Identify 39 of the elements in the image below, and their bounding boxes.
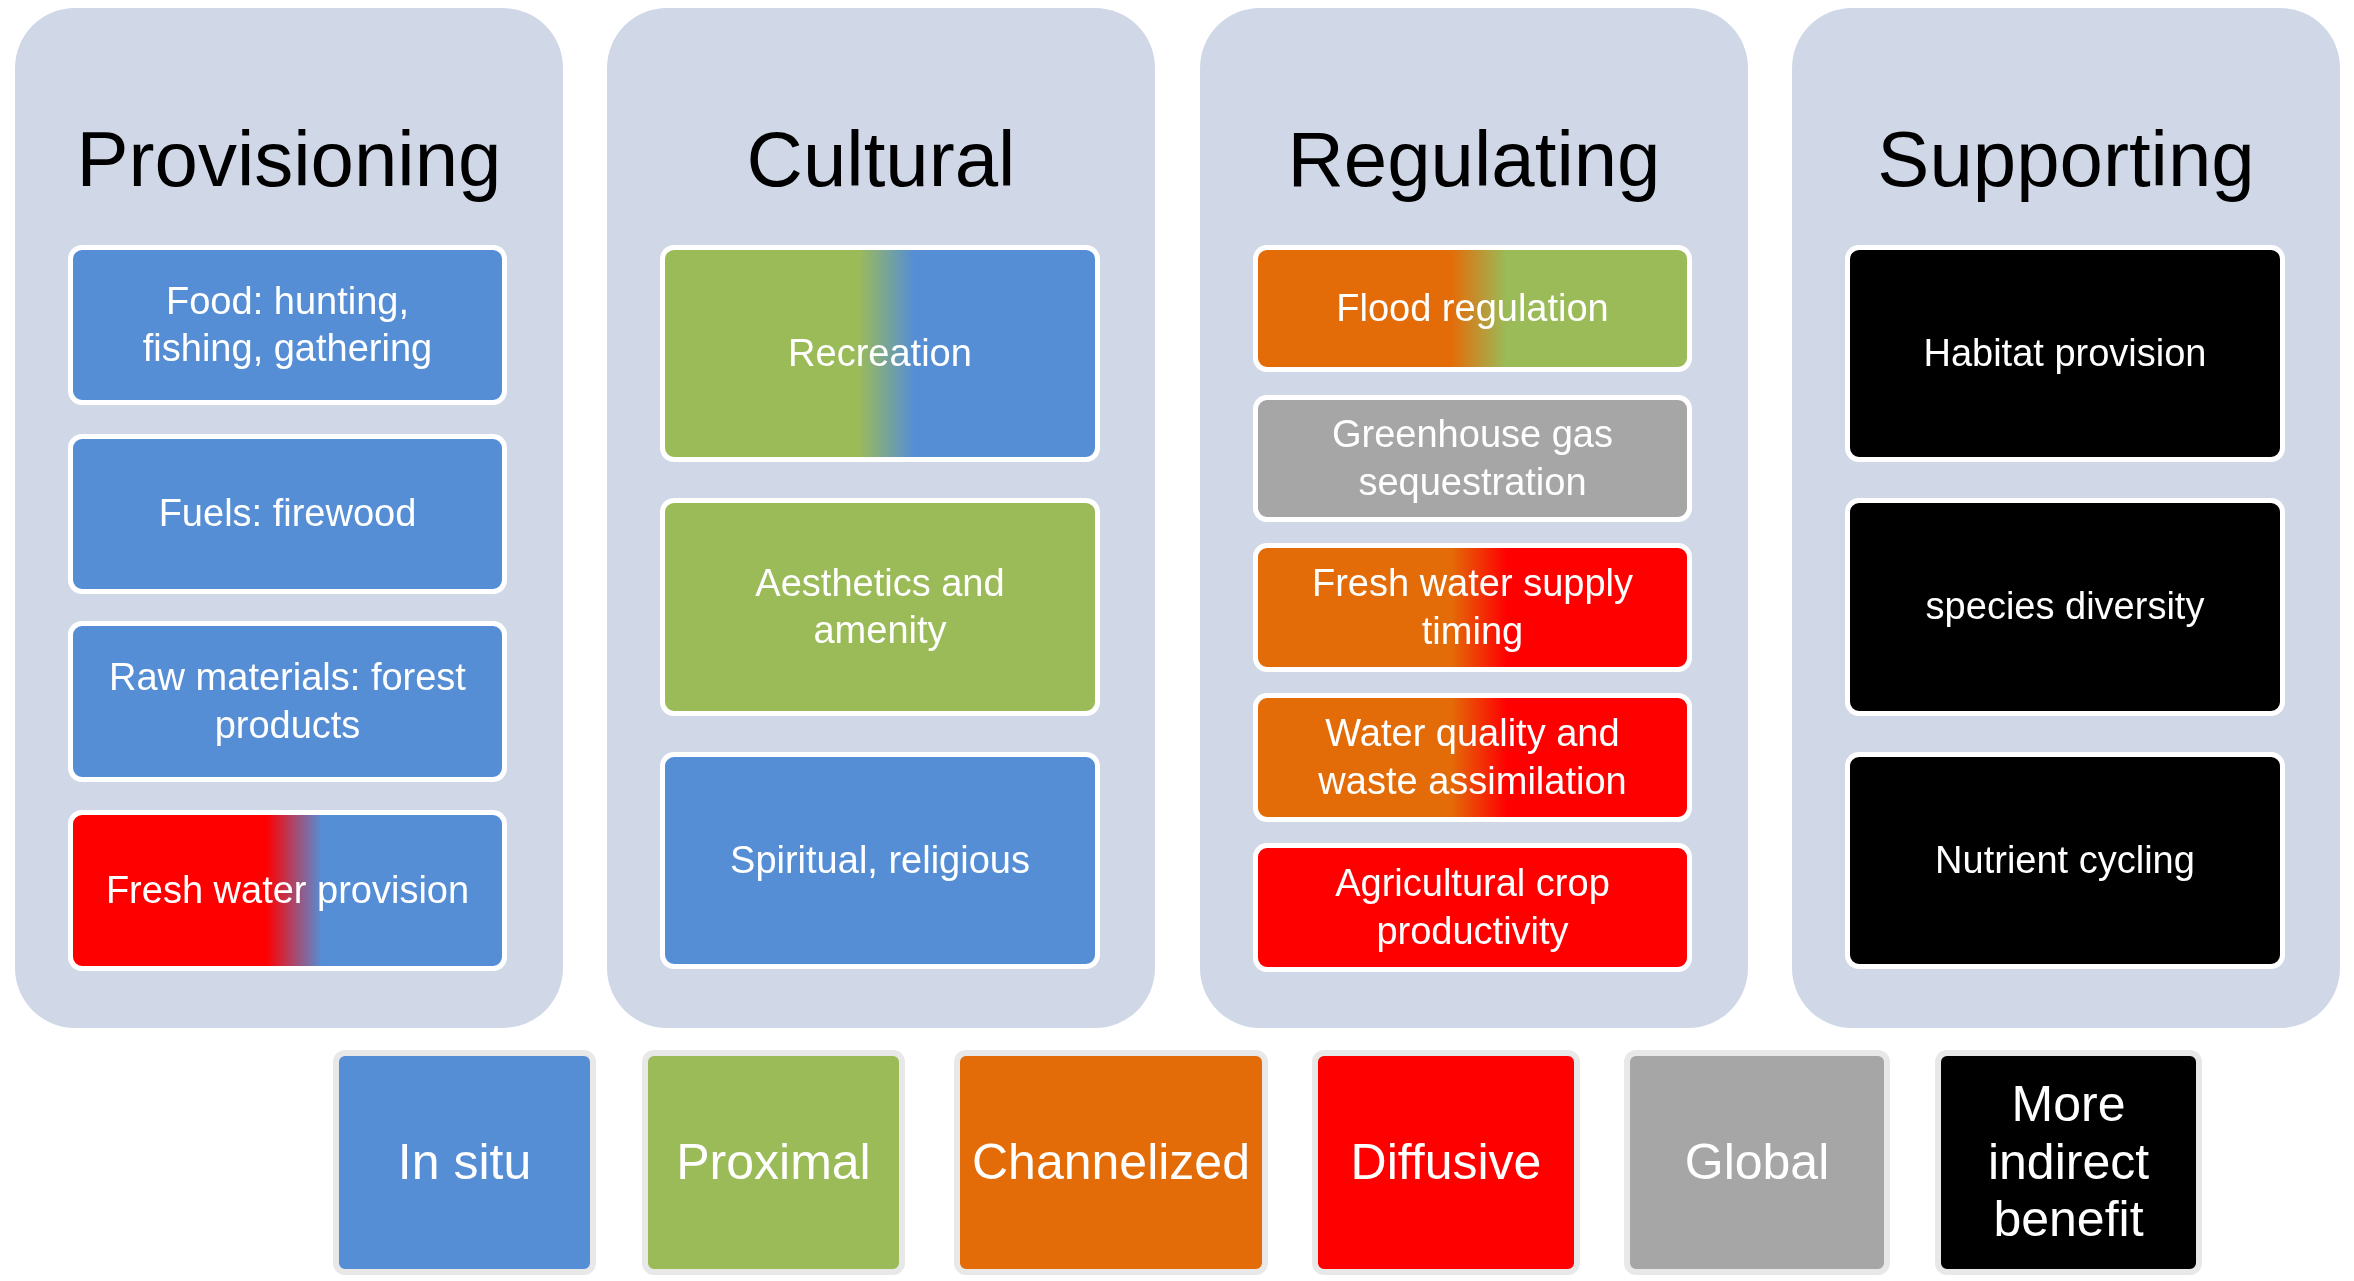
legend-swatch: Diffusive — [1312, 1050, 1580, 1275]
category-panel — [1792, 8, 2340, 1028]
service-label: Spiritual, religious — [730, 837, 1030, 883]
service-box — [68, 245, 507, 405]
service-box — [660, 498, 1100, 716]
service-label: Raw materials: forest products — [108, 655, 467, 748]
panel-heading: Cultural — [745, 120, 1017, 198]
service-box — [68, 434, 507, 594]
category-panel — [1200, 8, 1748, 1028]
service-label: Nutrient cycling — [1935, 837, 2195, 883]
legend-swatch: Global — [1624, 1050, 1890, 1275]
service-label: Greenhouse gas sequestration — [1331, 412, 1614, 505]
legend-swatch: In situ — [333, 1050, 596, 1275]
legend-swatch: Channelized — [954, 1050, 1268, 1275]
service-box — [660, 752, 1100, 969]
service-box — [68, 810, 507, 971]
category-panel — [15, 8, 563, 1028]
service-box — [1253, 843, 1692, 972]
service-label: Water quality and waste assimilation — [1317, 711, 1628, 804]
service-box — [1253, 395, 1692, 522]
service-box — [1253, 693, 1692, 822]
service-box — [1253, 543, 1692, 672]
service-label: Aesthetics and amenity — [754, 560, 1006, 653]
legend-swatch: Proximal — [642, 1050, 905, 1275]
legend-swatch: More indirect benefit — [1935, 1050, 2202, 1275]
service-label: Fuels: firewood — [158, 491, 417, 537]
service-label: Habitat provision — [1923, 330, 2207, 376]
service-label: Food: hunting, fishing, gathering — [141, 278, 434, 371]
service-label: species diversity — [1925, 584, 2205, 630]
service-label: Fresh water supply timing — [1311, 561, 1634, 654]
category-panel — [607, 8, 1155, 1028]
service-box — [1845, 498, 2285, 716]
service-box — [1845, 245, 2285, 462]
service-label: Agricultural crop productivity — [1334, 861, 1611, 954]
service-box — [1845, 752, 2285, 969]
service-box — [1253, 245, 1692, 372]
service-box — [660, 245, 1100, 462]
service-box — [68, 621, 507, 782]
service-label: Flood regulation — [1336, 285, 1609, 331]
